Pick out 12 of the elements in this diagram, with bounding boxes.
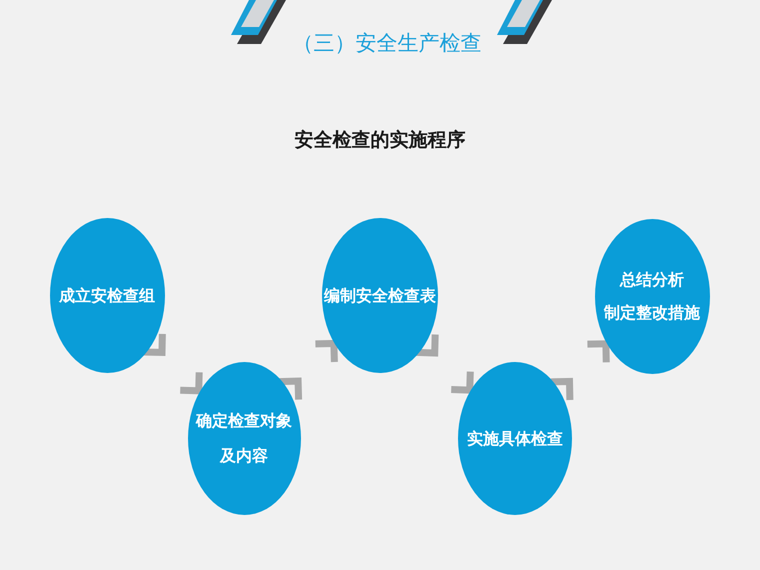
step-label: 实施具体检查 xyxy=(467,428,563,450)
step-label: 确定检查对象及内容 xyxy=(194,410,293,467)
chevron-arrow xyxy=(144,334,203,394)
chevron-arrow xyxy=(280,340,338,400)
chevron-arrow xyxy=(416,334,474,394)
step-label: 总结分析 xyxy=(620,269,684,291)
chevron-arrow xyxy=(551,340,610,400)
slide-title: （三）安全生产检查 xyxy=(292,30,482,57)
step-label: 成立安检查组 xyxy=(59,284,155,306)
diagram-heading: 安全检查的实施程序 xyxy=(294,128,466,153)
step-label: 制定整改措施 xyxy=(604,302,700,324)
step-label: 编制安全检查表 xyxy=(324,284,436,306)
